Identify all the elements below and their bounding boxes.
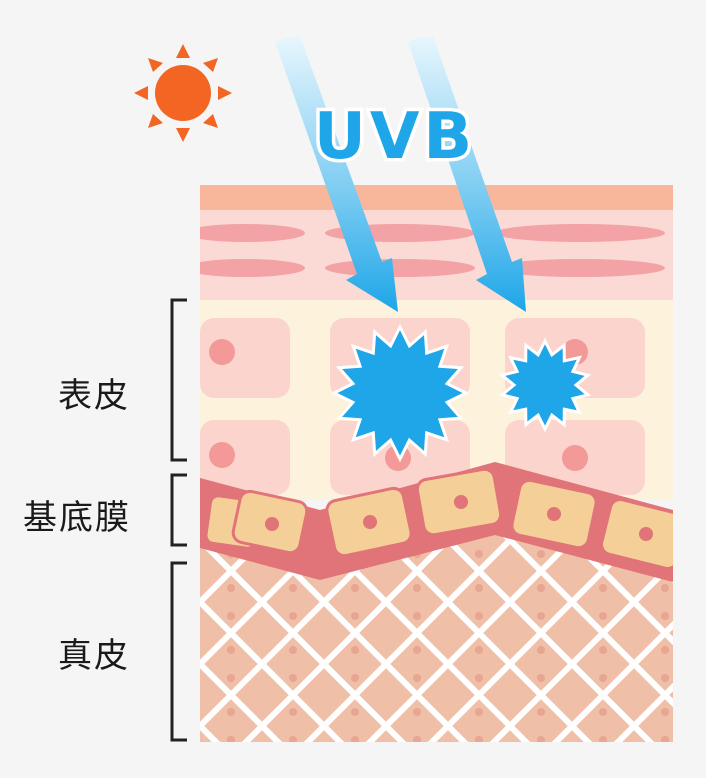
stratum-corneum-layer bbox=[200, 185, 673, 300]
layer-brackets bbox=[170, 298, 187, 742]
epidermis-bracket bbox=[170, 298, 187, 462]
uv-type-label: UVB bbox=[314, 100, 476, 174]
dermis-label: 真皮 bbox=[58, 636, 130, 676]
uvb-arrow bbox=[408, 36, 526, 312]
uv-impact-burst-icon bbox=[498, 337, 592, 433]
basement-membrane-layer bbox=[200, 462, 673, 582]
dermis-bracket bbox=[170, 561, 187, 742]
basement-membrane-label: 基底膜 bbox=[23, 498, 131, 538]
uv-impact-burst-icon bbox=[330, 323, 470, 463]
epidermis-label: 表皮 bbox=[58, 376, 130, 416]
sun-icon bbox=[134, 44, 232, 142]
uvb-arrow bbox=[275, 36, 398, 312]
basement-membrane-bracket bbox=[170, 473, 187, 547]
